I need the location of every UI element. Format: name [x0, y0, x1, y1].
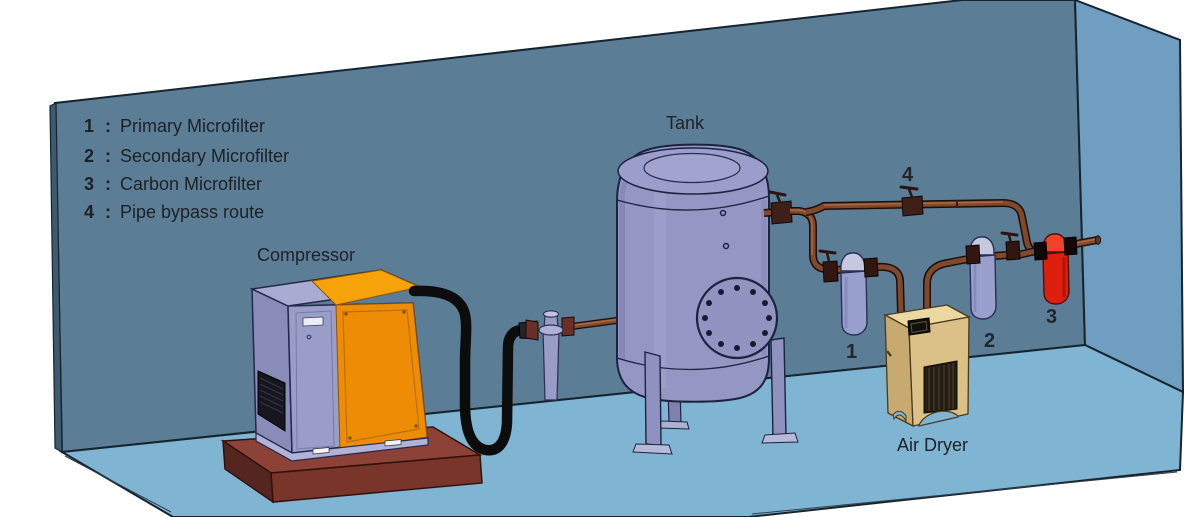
legend-row-4: 4: Pipe bypass route	[84, 203, 264, 221]
valve-collar	[538, 324, 564, 336]
legend-label-1: Primary Microfilter	[120, 116, 266, 136]
legend-label-2: Secondary Microfilter	[120, 146, 290, 166]
orange-panel-inset	[342, 309, 420, 443]
legend-num-2: 2	[84, 146, 95, 166]
carbon-microfilter	[1033, 233, 1078, 305]
legend-row-2: 2: Secondary Microfilter	[84, 147, 289, 165]
legend-num-4: 4	[84, 202, 95, 222]
legend-label-3: Carbon Microfilter	[120, 174, 263, 194]
dryer-grille-slats	[928, 363, 954, 411]
forklift-slot-right	[384, 439, 402, 447]
legend-row-3: 3: Carbon Microfilter	[84, 175, 262, 193]
tank-front-right-leg	[761, 337, 799, 444]
nameplate-slot	[302, 316, 324, 327]
filter2-flange-right	[1005, 240, 1021, 261]
tank-top-plate	[643, 152, 741, 184]
tank-port-upper	[719, 209, 727, 217]
dryer-latch	[886, 350, 892, 357]
panel-screws	[344, 310, 418, 440]
callout-primary-filter: 1	[846, 341, 858, 363]
legend-sep: :	[105, 146, 111, 166]
tank-front-left-leg	[632, 351, 673, 455]
legend-label-4: Pipe bypass route	[120, 202, 265, 222]
vent-slats	[259, 377, 284, 414]
callout-bypass: 4	[902, 164, 914, 186]
filter3-flange-right	[1063, 236, 1078, 256]
filter2-flange-left	[965, 244, 981, 265]
legend-sep: :	[105, 116, 111, 136]
air-dryer-label: Air Dryer	[897, 435, 968, 455]
tank-manhole	[695, 276, 779, 360]
shutoff-valve	[525, 310, 575, 401]
manhole-bolts	[702, 285, 772, 351]
tank-outlet-valve	[768, 190, 793, 225]
callout-carbon-filter: 3	[1046, 306, 1058, 328]
dryer-side-notch	[892, 410, 907, 423]
bypass-pipe	[805, 198, 1036, 255]
filter1-valve-handle	[818, 249, 837, 255]
legend-row-1: 1: Primary Microfilter	[84, 117, 265, 135]
legend-sep: :	[105, 202, 111, 222]
compressor-body	[249, 269, 429, 462]
legend-num-3: 3	[84, 174, 95, 194]
right-wall	[1073, 0, 1185, 394]
valve-flange-right	[561, 316, 575, 337]
floor-edge-lines	[64, 455, 1178, 515]
pipe-end-cap	[1094, 235, 1102, 245]
filter1-flange-left	[822, 260, 839, 283]
primary-microfilter	[818, 249, 879, 336]
dryer-arch-cutout	[918, 410, 959, 427]
tank	[616, 143, 799, 455]
valve-cap	[542, 310, 560, 318]
tank-upper-seam	[616, 195, 770, 211]
filter1-flange-right	[863, 257, 879, 278]
valve-column	[542, 329, 560, 401]
filter3-flange-left	[1033, 241, 1048, 261]
dryer-display-inner	[910, 320, 928, 334]
secondary-microfilter	[965, 231, 1021, 320]
callout-secondary-filter: 2	[984, 330, 996, 352]
flexible-hose	[408, 285, 527, 456]
bypass-valve	[899, 185, 924, 217]
front-panel-inset	[295, 310, 335, 450]
legend-sep: :	[105, 174, 111, 194]
legend-num-1: 1	[84, 116, 95, 136]
piping	[763, 185, 1102, 314]
orange-front-panel	[335, 302, 428, 451]
tank-label: Tank	[666, 113, 705, 133]
filter2-valve-handle	[1000, 231, 1019, 237]
tank-port-lower	[722, 242, 730, 250]
tank-lower-seam	[616, 355, 770, 371]
forklift-slot-left	[312, 447, 330, 455]
air-dryer	[883, 304, 971, 428]
valve-flange-left	[525, 319, 539, 341]
compressor	[220, 269, 538, 504]
compressor-label: Compressor	[257, 245, 356, 265]
base-rail	[255, 431, 429, 462]
front-dot	[306, 334, 312, 340]
